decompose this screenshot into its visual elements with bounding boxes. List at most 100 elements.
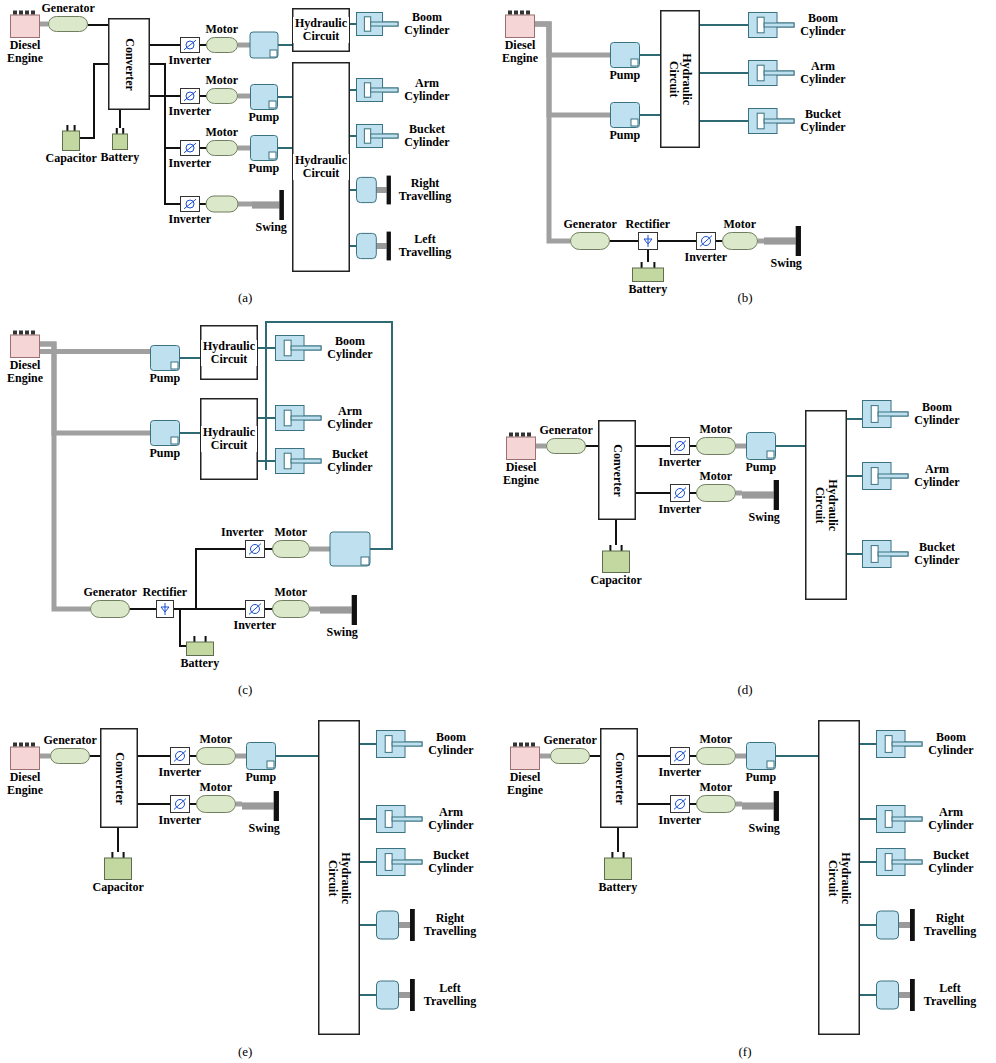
electric-motor: Motor [196,795,236,813]
component-label: Diesel Engine [3,39,47,65]
component-shape [356,78,398,102]
component-shape [275,405,321,431]
hydraulic-cylinder: Bucket Cylinder [748,108,794,134]
electric-motor: Motor [272,540,310,558]
hydraulic-line [700,72,748,74]
component-label: Converter [612,751,625,806]
component-shape [245,600,265,618]
hydraulic-line [847,475,862,477]
hydraulic-cylinder: Bucket Cylinder [356,124,398,148]
inverter: Inverter [180,196,200,212]
component-shape [764,226,808,256]
component-shape [748,12,794,38]
hydraulic-line [847,418,862,420]
component-shape [876,848,922,876]
power-wire [617,828,619,852]
shaft [736,491,742,496]
power-wire [638,755,670,757]
component-label: Boom Cylinder [324,335,376,361]
power-wire [200,44,206,46]
power-wire [200,203,206,205]
component-label: Right Travelling [395,177,455,203]
subfigure-label: (d) [738,682,753,698]
hydraulic-line [700,24,748,26]
component-label: Bucket Cylinder [797,108,849,134]
diesel-engine: Diesel Engine [10,10,40,38]
component-label: Motor [699,423,734,436]
component-label: Motor [199,781,234,794]
hydraulic-line [258,417,275,419]
inverter: Inverter [670,484,690,502]
component-label: Swing [748,822,781,835]
hydraulic-cylinder: Boom Cylinder [376,730,422,758]
travel-motor: Left Travelling [376,975,416,1015]
hydraulic-line [860,924,876,926]
component-shape [862,540,908,568]
component-shape [180,37,200,53]
hydraulic-pump: Pump [250,135,278,161]
hydraulic-line [360,924,376,926]
inverter: Inverter [670,795,690,813]
component-shape [748,60,794,86]
component-label: Left Travelling [419,982,481,1008]
component-label: Motor [274,586,309,599]
power-wire [88,24,108,26]
component-label: Inverter [158,814,203,827]
component-label: Inverter [168,213,213,226]
subfigure-label: (c) [238,682,252,698]
hydraulic-pump [330,532,370,566]
hydraulic-line [278,96,292,98]
swing-drive: Swing [764,226,808,256]
component-label: Converter [122,37,135,92]
component-shape [746,432,776,460]
hydraulic-line [350,23,356,25]
component-label: Inverter [658,766,703,779]
component-label: Pump [248,111,281,124]
component-label: Generator [43,734,98,747]
hydraulic-line [860,994,876,996]
electric-motor: Motor [722,232,758,250]
shaft [535,24,610,55]
component-shape [356,228,392,264]
power-wire [586,445,598,447]
component-label: Boom Cylinder [425,731,477,757]
subfigure-label: (a) [238,290,252,306]
component-label: Diesel Engine [498,39,542,65]
circuit-box: Hydraulic Circuit [318,720,360,1035]
component-shape [196,747,236,765]
diesel-engine: Diesel Engine [510,742,540,770]
component-shape [376,848,422,876]
component-shape [610,102,640,128]
component-label: Swing [748,511,781,524]
power-wire [658,240,696,242]
component-label: Hydraulic Circuit [826,847,852,909]
power-wire [610,240,638,242]
diesel-engine: Diesel Engine [10,742,40,770]
shaft [238,94,250,99]
hydraulic-pump: Pump [746,432,776,460]
power-wire [90,755,100,757]
component-shape [722,232,758,250]
component-label: Bucket Cylinder [911,541,963,567]
component-shape [356,172,392,208]
component-label: Bucket Cylinder [925,849,977,875]
component-shape [748,108,794,134]
component-label: Inverter [658,814,703,827]
inverter: Inverter [245,540,265,558]
power-wire [200,95,206,97]
hydraulic-line [350,189,356,191]
generator: Generator [546,438,586,454]
component-shape [546,438,586,454]
component-shape [696,795,736,813]
hydraulic-line [360,743,376,745]
hydraulic-cylinder: Boom Cylinder [275,335,321,361]
component-label: Inverter [168,157,213,170]
hydraulic-line [350,89,356,91]
travel-motor: Right Travelling [876,905,916,945]
component-shape [506,432,536,460]
hydraulic-line [258,460,275,462]
hydraulic-cylinder: Boom Cylinder [356,12,398,36]
hydraulic-line [360,818,376,820]
hydraulic-cylinder: Bucket Cylinder [275,448,321,474]
subfigure-label: (f) [739,1044,752,1060]
